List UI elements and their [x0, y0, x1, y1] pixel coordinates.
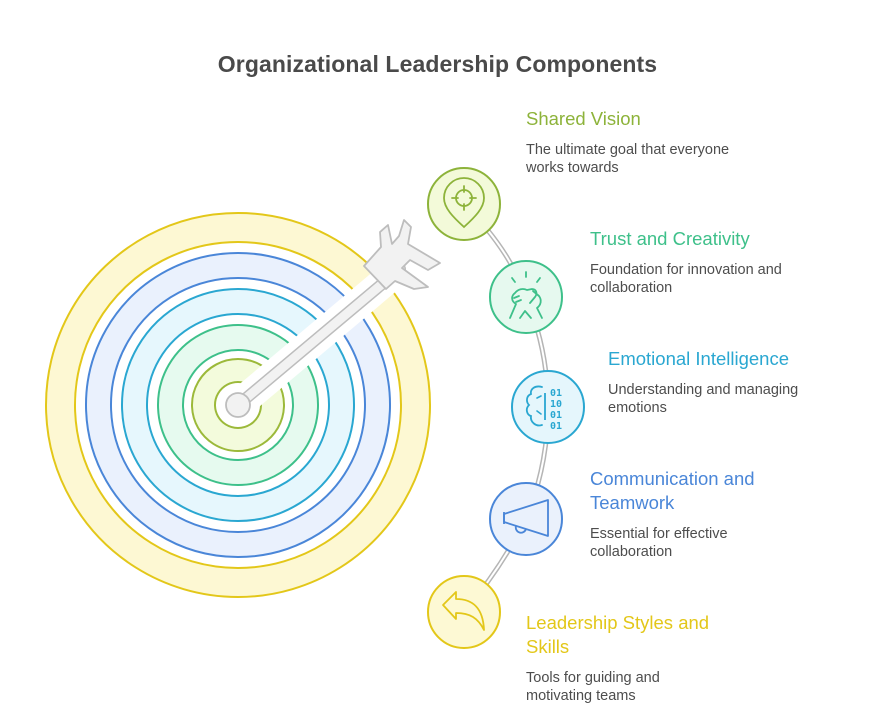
description-line: Tools for guiding and — [526, 670, 660, 686]
brain-binary-icon: 01 10 01 01 — [525, 385, 562, 432]
description-line: The ultimate goal that everyone — [526, 142, 730, 158]
component-description: Foundation for innovation and collaborat… — [590, 261, 782, 297]
component-trust-creativity: Trust and Creativity Foundation for inno… — [590, 227, 782, 297]
description-line: emotions — [608, 400, 667, 416]
trust-creativity-node — [489, 260, 563, 334]
component-description: The ultimate goal that everyone works to… — [526, 141, 729, 177]
component-description: Tools for guiding and motivating teams — [526, 669, 709, 705]
component-communication-teamwork: Communication and Teamwork Essential for… — [590, 467, 755, 561]
shared-vision-node — [427, 167, 501, 241]
page-title: Organizational Leadership Components — [217, 51, 658, 77]
communication-ring — [85, 252, 391, 558]
component-heading: Communication and Teamwork — [590, 467, 755, 515]
heading-line: Leadership Styles and — [526, 612, 710, 633]
description-line: Understanding and managing — [608, 382, 799, 398]
description-line: Essential for effective — [590, 526, 728, 542]
communication-node — [489, 482, 563, 556]
component-leadership-styles: Leadership Styles and Skills Tools for g… — [526, 611, 709, 705]
handshake-icon — [509, 271, 543, 319]
description-line: works towards — [526, 160, 619, 176]
component-heading: Shared Vision — [526, 108, 641, 129]
component-shared-vision: Shared Vision The ultimate goal that eve… — [526, 107, 729, 177]
leadership-styles-ring — [45, 212, 431, 598]
component-emotional-intelligence: Emotional Intelligence Understanding and… — [608, 347, 798, 417]
svg-text:10: 10 — [550, 399, 562, 410]
arrow-icon — [225, 219, 441, 418]
map-pin-target-icon — [443, 177, 485, 229]
description-line: collaboration — [590, 544, 673, 560]
reply-arrow-icon — [442, 591, 485, 631]
megaphone-icon — [503, 499, 549, 537]
heading-line: Communication and — [590, 468, 755, 489]
emotional-intelligence-node: 01 10 01 01 — [511, 370, 585, 444]
description-line: motivating teams — [526, 688, 636, 704]
component-description: Understanding and managing emotions — [608, 381, 798, 417]
description-line: collaboration — [590, 280, 673, 296]
svg-text:01: 01 — [550, 421, 562, 432]
component-heading: Trust and Creativity — [590, 228, 750, 249]
leadership-styles-node — [427, 575, 501, 649]
emotional-intelligence-ring — [121, 288, 355, 522]
component-heading: Emotional Intelligence — [608, 348, 789, 369]
component-description: Essential for effective collaboration — [590, 525, 755, 561]
description-line: Foundation for innovation and — [590, 262, 782, 278]
heading-line: Skills — [526, 636, 570, 657]
svg-text:01: 01 — [550, 388, 562, 399]
svg-text:01: 01 — [550, 410, 562, 421]
heading-line: Teamwork — [590, 492, 675, 513]
component-heading: Leadership Styles and Skills — [526, 611, 709, 659]
